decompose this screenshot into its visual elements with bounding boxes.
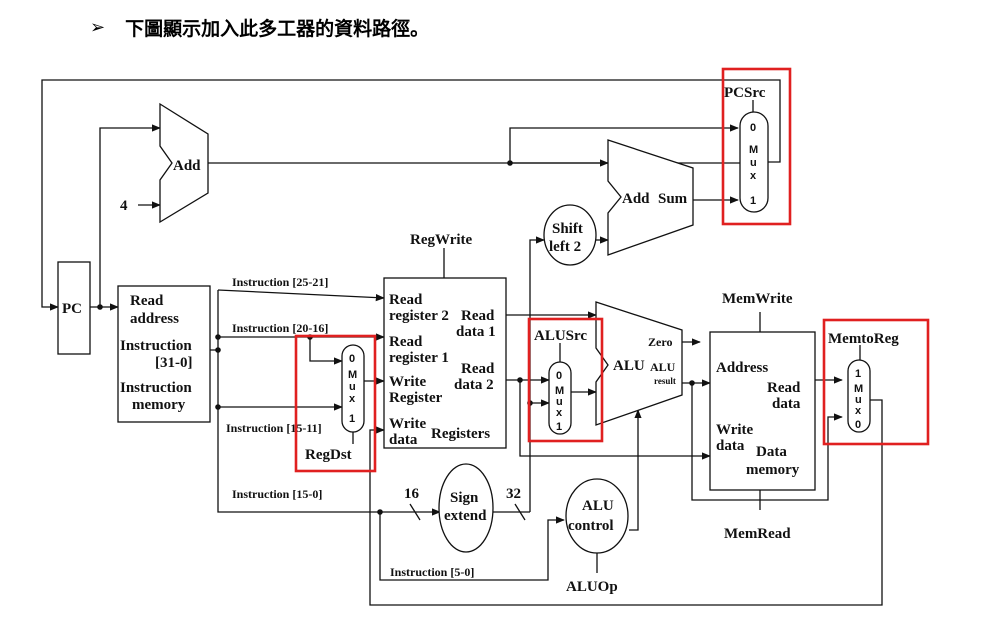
heading-text: 下圖顯示加入此多工器的資料路徑。 xyxy=(125,17,430,40)
svg-text:u: u xyxy=(855,394,862,406)
signal-memwrite: MemWrite xyxy=(722,291,793,307)
svg-text:data 2: data 2 xyxy=(454,377,494,393)
svg-text:Read: Read xyxy=(130,293,164,309)
svg-text:1: 1 xyxy=(349,413,355,425)
svg-text:ALU: ALU xyxy=(650,360,676,374)
svg-text:M: M xyxy=(348,369,357,381)
svg-text:Sign: Sign xyxy=(450,490,479,506)
signal-memtoreg: MemtoReg xyxy=(828,331,899,347)
svg-text:Instruction: Instruction xyxy=(120,338,192,354)
svg-text:Read: Read xyxy=(767,380,801,396)
svg-text:PC: PC xyxy=(62,301,82,317)
svg-text:Add: Add xyxy=(622,191,650,207)
svg-text:0: 0 xyxy=(855,419,861,431)
label-instr-15-0: Instruction [15-0] xyxy=(232,487,322,501)
svg-text:Zero: Zero xyxy=(648,335,672,349)
svg-text:register 1: register 1 xyxy=(389,350,449,366)
svg-text:Read: Read xyxy=(461,308,495,324)
svg-text:1: 1 xyxy=(750,195,756,207)
register-file: Read register 2 Read register 1 Write Re… xyxy=(383,277,507,449)
svg-text:Address: Address xyxy=(716,360,768,376)
svg-text:Data: Data xyxy=(756,444,787,460)
svg-text:address: address xyxy=(130,311,179,327)
sign-extend: Sign extend xyxy=(438,463,494,553)
constant-four: 4 xyxy=(120,198,128,214)
svg-text:[31-0]: [31-0] xyxy=(155,355,193,371)
svg-text:ALU: ALU xyxy=(582,498,614,514)
svg-text:Read: Read xyxy=(389,334,423,350)
svg-text:0: 0 xyxy=(556,370,562,382)
signal-pcsrc: PCSrc xyxy=(724,85,766,101)
svg-text:result: result xyxy=(654,376,676,386)
svg-text:register 2: register 2 xyxy=(389,308,449,324)
highlight-memtoreg xyxy=(822,318,930,446)
svg-text:Read: Read xyxy=(389,292,423,308)
highlight-boxes xyxy=(294,67,930,473)
svg-text:1: 1 xyxy=(855,368,861,380)
svg-text:Write: Write xyxy=(389,416,427,432)
svg-text:data: data xyxy=(389,432,418,448)
shift-left-2: Shift left 2 xyxy=(543,204,597,266)
svg-text:0: 0 xyxy=(349,353,355,365)
label-16-bits: 16 xyxy=(404,486,420,502)
svg-text:x: x xyxy=(855,405,862,417)
pc-register: PC xyxy=(57,261,91,355)
highlight-alusrc xyxy=(527,317,604,443)
svg-text:ALU: ALU xyxy=(613,358,645,374)
svg-text:x: x xyxy=(349,393,356,405)
svg-text:Register: Register xyxy=(389,390,443,406)
data-memory: Address Read data Write data Data memory xyxy=(709,331,816,491)
signal-memread: MemRead xyxy=(724,526,791,542)
svg-text:M: M xyxy=(555,385,564,397)
svg-text:Write: Write xyxy=(716,422,754,438)
svg-text:Registers: Registers xyxy=(431,426,490,442)
highlight-regdst xyxy=(294,334,377,473)
svg-text:1: 1 xyxy=(556,421,562,433)
svg-text:u: u xyxy=(750,157,757,169)
svg-text:M: M xyxy=(854,383,863,395)
svg-text:data: data xyxy=(716,438,745,454)
svg-text:x: x xyxy=(750,170,757,182)
mux-regdst: 0 M u x 1 xyxy=(341,344,365,433)
svg-text:x: x xyxy=(556,407,563,419)
alu: ALU Zero ALU result xyxy=(595,301,683,426)
svg-text:memory: memory xyxy=(132,397,186,413)
svg-text:data: data xyxy=(772,396,801,412)
heading: ➢ 下圖顯示加入此多工器的資料路徑。 xyxy=(90,12,429,42)
label-instr-25-21: Instruction [25-21] xyxy=(232,275,328,289)
instruction-memory: Read address Instruction [31-0] Instruct… xyxy=(117,285,211,423)
signal-aluop: ALUOp xyxy=(566,579,618,595)
label-instr-5-0: Instruction [5-0] xyxy=(390,565,474,579)
svg-text:Write: Write xyxy=(389,374,427,390)
svg-text:left 2: left 2 xyxy=(549,239,581,255)
label-instr-20-16: Instruction [20-16] xyxy=(232,321,328,335)
mux-alusrc: 0 M u x 1 xyxy=(548,361,572,435)
pc-adder: Add xyxy=(159,102,209,224)
label-32-bits: 32 xyxy=(506,486,521,502)
label-instr-15-11: Instruction [15-11] xyxy=(226,421,322,435)
svg-text:u: u xyxy=(349,381,356,393)
svg-text:data 1: data 1 xyxy=(456,324,496,340)
svg-text:0: 0 xyxy=(750,122,756,134)
svg-text:M: M xyxy=(749,144,758,156)
bullet-arrow-icon: ➢ xyxy=(90,16,106,38)
svg-text:extend: extend xyxy=(444,508,487,524)
alu-control: ALU control xyxy=(565,478,629,554)
svg-text:Shift: Shift xyxy=(552,221,583,237)
mux-memtoreg: 1 M u x 0 xyxy=(847,359,871,433)
svg-text:u: u xyxy=(556,396,563,408)
svg-text:Read: Read xyxy=(461,361,495,377)
svg-text:Add: Add xyxy=(173,158,201,174)
svg-text:Sum: Sum xyxy=(658,191,688,207)
svg-text:memory: memory xyxy=(746,462,800,478)
branch-adder: Add Sum xyxy=(607,139,694,256)
svg-text:Instruction: Instruction xyxy=(120,380,192,396)
signal-regwrite: RegWrite xyxy=(410,232,473,248)
svg-text:control: control xyxy=(568,518,614,534)
highlight-pcsrc xyxy=(721,67,792,226)
signal-alusrc: ALUSrc xyxy=(534,328,587,344)
mux-pcsrc: 0 M u x 1 xyxy=(739,111,769,213)
signal-regdst: RegDst xyxy=(305,447,352,463)
